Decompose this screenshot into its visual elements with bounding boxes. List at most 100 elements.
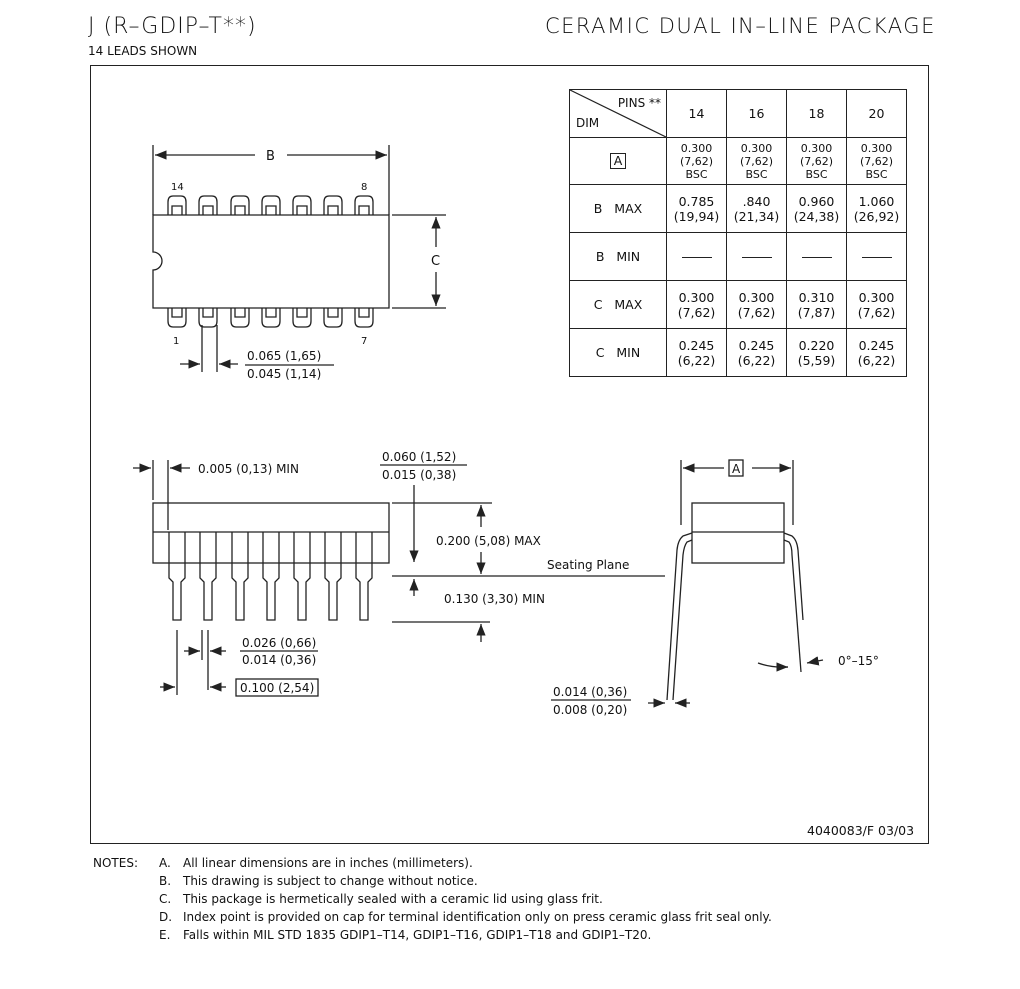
cell-line: (6,22) — [677, 352, 716, 368]
side-lead — [168, 532, 186, 621]
cell-line: 0.300 — [858, 289, 895, 305]
no-value-dash — [741, 257, 772, 258]
note-key: B. — [159, 874, 172, 888]
lead-thick-max: 0.014 (0,36) — [553, 685, 627, 699]
side-lead — [199, 532, 217, 621]
row-label-cell: B MAX — [569, 184, 667, 233]
lead-width-max: 0.026 (0,66) — [242, 636, 316, 650]
lead-width-min: 0.014 (0,36) — [242, 653, 316, 667]
notes-label: NOTES: — [93, 856, 138, 870]
side-lead — [231, 532, 249, 621]
table-cell — [846, 232, 907, 281]
cell-line: .840 — [742, 193, 771, 209]
cell-line: 0.245 — [678, 337, 715, 353]
pin-7-label: 7 — [361, 336, 367, 347]
table-cell: 0.785(19,94) — [666, 184, 727, 233]
note-text: Falls within MIL STD 1835 GDIP1–T14, GDI… — [183, 928, 652, 942]
cell-line: (6,22) — [737, 352, 776, 368]
cell-line: (5,59) — [797, 352, 836, 368]
bottom-pin — [230, 308, 250, 328]
cell-line: (7,62) — [737, 304, 776, 320]
row-label-cell: A — [569, 137, 667, 185]
pin-1-label: 1 — [173, 336, 179, 347]
angle-label: 0°–15° — [838, 654, 879, 668]
note-key: C. — [159, 892, 172, 906]
cell-line: BSC — [745, 167, 768, 181]
cell-line: 1.060 — [858, 193, 895, 209]
top-pin — [167, 195, 187, 215]
table-cell: 0.300(7,62) — [726, 280, 787, 329]
height-max-label: 0.200 (5,08) MAX — [436, 534, 541, 548]
row-label-cell: C MAX — [569, 280, 667, 329]
table-corner-cell: PINS ** DIM — [569, 89, 667, 138]
cell-line: (7,62) — [677, 304, 716, 320]
bottom-pin — [292, 308, 312, 328]
table-cell: 0.245(6,22) — [726, 328, 787, 377]
note-text: Index point is provided on cap for termi… — [183, 910, 772, 924]
side-lead — [293, 532, 311, 621]
cell-line: (21,34) — [733, 208, 780, 224]
table-cell: .840(21,34) — [726, 184, 787, 233]
row-label: A — [609, 153, 627, 169]
table-cell: 0.300(7,62) — [846, 280, 907, 329]
bottom-pin — [198, 308, 218, 328]
table-row: B MIN — [569, 232, 907, 281]
cell-line: (7,62) — [739, 154, 774, 168]
standoff-min: 0.015 (0,38) — [382, 468, 456, 482]
table-cell: 0.300(7,62)BSC — [726, 137, 787, 185]
row-label-cell: C MIN — [569, 328, 667, 377]
col-header-18: 18 — [786, 89, 847, 138]
package-code: J (R–GDIP–T**) — [88, 14, 257, 39]
table-cell: 0.310(7,87) — [786, 280, 847, 329]
col-header-16: 16 — [726, 89, 787, 138]
seating-plane-label: Seating Plane — [547, 558, 629, 572]
col-header-20: 20 — [846, 89, 907, 138]
cell-line: BSC — [865, 167, 888, 181]
package-body-top — [152, 214, 390, 309]
end-gap-label: 0.005 (0,13) MIN — [198, 462, 299, 476]
side-lead — [355, 532, 373, 621]
side-lead — [324, 532, 342, 621]
bottom-pin — [261, 308, 281, 328]
row-label: C MIN — [595, 345, 641, 360]
note-text: All linear dimensions are in inches (mil… — [183, 856, 473, 870]
table-cell: 1.060(26,92) — [846, 184, 907, 233]
table-cell: 0.300(7,62)BSC — [666, 137, 727, 185]
package-body-side — [152, 502, 390, 564]
col-header-14: 14 — [666, 89, 727, 138]
row-label: B MAX — [593, 201, 643, 216]
cell-line: (7,87) — [797, 304, 836, 320]
pins-label: PINS ** — [617, 96, 661, 110]
pitch-label: 0.100 (2,54) — [240, 681, 314, 695]
cell-line: 0.245 — [858, 337, 895, 353]
dim-label: DIM — [576, 116, 600, 130]
package-body-end — [691, 502, 785, 564]
row-label: B MIN — [595, 249, 641, 264]
pin-width-max: 0.065 (1,65) — [247, 349, 321, 363]
side-view: 0.005 (0,13) MIN 0.060 (1,52) 0.015 (0,3… — [133, 450, 665, 697]
cell-line: 0.300 — [678, 289, 715, 305]
table-cell: 0.300(7,62)BSC — [846, 137, 907, 185]
cell-line: BSC — [685, 167, 708, 181]
table-cell — [666, 232, 727, 281]
note-text: This package is hermetically sealed with… — [183, 892, 603, 906]
lead-length-label: 0.130 (3,30) MIN — [444, 592, 545, 606]
cell-line: (24,38) — [793, 208, 840, 224]
top-view: B 14 8 1 7 C 0.065 (1,65) 0.045 (1,14) — [152, 145, 446, 381]
bottom-pin — [323, 308, 343, 328]
corner-diagonal — [570, 90, 666, 137]
cell-line: (7,62) — [679, 154, 714, 168]
note-item: D.Index point is provided on cap for ter… — [159, 908, 772, 926]
table-cell — [726, 232, 787, 281]
cell-line: 0.300 — [738, 289, 775, 305]
row-label: C MAX — [593, 297, 643, 312]
top-pin — [292, 195, 312, 215]
cell-line: (6,22) — [857, 352, 896, 368]
cell-line: 0.960 — [798, 193, 835, 209]
cell-line: (26,92) — [853, 208, 900, 224]
pin-width-min: 0.045 (1,14) — [247, 367, 321, 381]
table-cell: 0.300(7,62)BSC — [786, 137, 847, 185]
bottom-pin-row — [167, 308, 374, 328]
